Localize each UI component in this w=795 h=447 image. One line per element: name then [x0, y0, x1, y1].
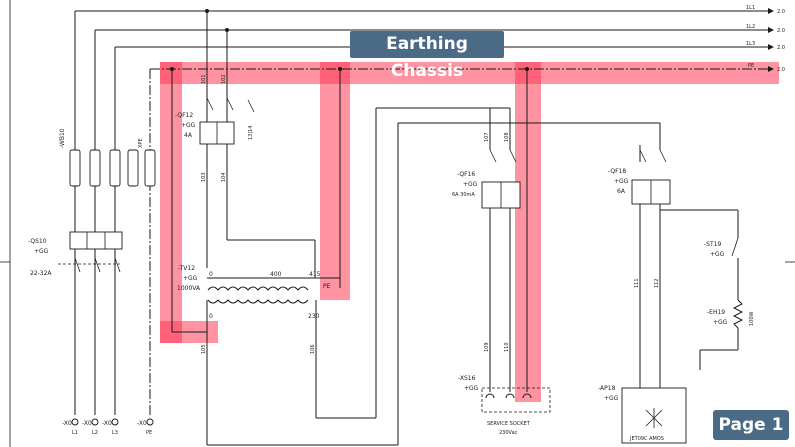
- wire-label: 107: [484, 132, 490, 142]
- qs10-location: +GG: [34, 248, 49, 255]
- eh19-rating: 100W: [749, 311, 755, 326]
- rail-l1-label: 1L1: [746, 5, 755, 11]
- distribution-wires: [207, 107, 661, 446]
- wire-label: 105: [201, 344, 207, 354]
- st19-location: +GG: [710, 251, 725, 258]
- rail-l1-ref: 2.0: [777, 9, 785, 15]
- wire-label: 102: [221, 74, 227, 84]
- wire-label: 110: [504, 342, 510, 352]
- terminal-4-name: -X0: [137, 420, 147, 427]
- ap18-tag: -AP18: [598, 385, 616, 392]
- ap18-description: JET09C AMOS: [629, 436, 664, 442]
- socket-xs16[interactable]: -XS16 +GG SERVICE SOCKET 230Vac: [458, 69, 551, 436]
- tv12-tag: -TV12: [178, 265, 195, 272]
- wire-number-labels: 101 102 103 104 105 106 107 108 109 110 …: [201, 74, 660, 354]
- qf16-location: +GG: [463, 181, 478, 188]
- terminal-pe[interactable]: [146, 418, 154, 426]
- eh19-tag: -EH19: [707, 309, 725, 316]
- breaker-qf18[interactable]: -QF18 +GG 6A: [608, 149, 739, 388]
- terminal-3-num: L3: [112, 430, 118, 436]
- terminal-block: -X0 -X0 -X0 -X0 L1 L2 L3 PE: [62, 418, 154, 436]
- terminal-4-num: PE: [146, 430, 152, 436]
- transformer-tv12[interactable]: -TV12 +GG 1000VA 0 400 415 PE 0 230: [171, 69, 341, 445]
- rail-l3-label: 1L3: [746, 41, 755, 47]
- thermostat-st19[interactable]: -ST19 +GG: [704, 237, 739, 300]
- tv12-location: +GG: [183, 275, 198, 282]
- heater-eh19[interactable]: -EH19 +GG 100W: [699, 299, 755, 370]
- wire-label: 103: [201, 172, 207, 182]
- feeder-wires: [74, 11, 529, 415]
- rail-pe-label: PE: [748, 63, 754, 69]
- terminal-1-name: -X0: [62, 420, 72, 427]
- breaker-qf16[interactable]: -QF16 +GG 6A 30mA: [452, 149, 521, 392]
- page-indicator: Page 1: [713, 410, 789, 440]
- rail-l2-label: 1L2: [746, 24, 755, 30]
- terminal-2-name: -X0: [82, 420, 92, 427]
- st19-tag: -ST19: [704, 241, 721, 248]
- terminal-2-num: L2: [92, 430, 98, 436]
- xs16-description: SERVICE SOCKET: [487, 421, 531, 427]
- qf18-rating: 6A: [617, 188, 626, 195]
- qf18-tag: -QF18: [608, 168, 626, 175]
- qf12-tag: -QF12: [175, 112, 193, 119]
- qf12-aux-contact: 13|14: [248, 126, 254, 140]
- tv12-terminal-415: 415: [309, 271, 321, 278]
- qs10-rating: 22-32A: [30, 270, 52, 277]
- device-ap18[interactable]: -AP18 +GG JET09C AMOS: [598, 385, 687, 444]
- wire-label: 104: [221, 172, 227, 182]
- qf12-rating: 4A: [184, 132, 193, 139]
- terminal-1-num: L1: [72, 430, 78, 436]
- rail-l2-ref: 2.0: [777, 28, 785, 34]
- tv12-rating: 1000VA: [177, 285, 201, 292]
- cable-xpe-tag: XPE: [138, 138, 144, 148]
- switch-qs10[interactable]: -QS10 +GG 22-32A: [28, 231, 123, 277]
- terminal-3-name: -X0: [102, 420, 112, 427]
- xs16-location: +GG: [464, 385, 479, 392]
- ap18-location: +GG: [604, 395, 619, 402]
- wire-label: 109: [484, 342, 490, 352]
- xs16-tag: -XS16: [458, 375, 476, 382]
- xs16-voltage: 230Vac: [499, 430, 518, 436]
- wire-label: 101: [201, 74, 207, 84]
- cable-wb10: -WB10 XPE: [59, 128, 156, 187]
- cable-wb10-tag: -WB10: [59, 128, 66, 148]
- tv12-terminal-0: 0: [209, 271, 213, 278]
- tv12-terminal-400: 400: [270, 271, 282, 278]
- tv12-terminal-pe: PE: [323, 283, 331, 290]
- qf18-location: +GG: [614, 178, 629, 185]
- rail-l3-ref: 2.0: [777, 45, 785, 51]
- qs10-tag: -QS10: [28, 238, 47, 245]
- qf12-location: +GG: [181, 122, 196, 129]
- wire-label: 106: [310, 344, 316, 354]
- eh19-location: +GG: [713, 319, 728, 326]
- wire-label: 111: [634, 278, 640, 288]
- overlay-title: Earthing Chassis: [350, 31, 504, 81]
- qf16-tag: -QF16: [457, 171, 475, 178]
- tv12-secondary-0: 0: [209, 313, 213, 320]
- terminal-l3[interactable]: [111, 418, 119, 426]
- rail-pe-ref: 2.0: [777, 67, 785, 73]
- earthing-highlight: [160, 62, 779, 402]
- qf16-rating: 6A 30mA: [452, 192, 475, 198]
- tv12-secondary-230: 230: [308, 313, 320, 320]
- breaker-qf12[interactable]: -QF12 +GG 4A 13|14: [175, 9, 316, 278]
- terminal-l1[interactable]: [71, 418, 79, 426]
- wire-label: 108: [504, 132, 510, 142]
- wire-label: 112: [654, 278, 660, 288]
- terminal-l2[interactable]: [91, 418, 99, 426]
